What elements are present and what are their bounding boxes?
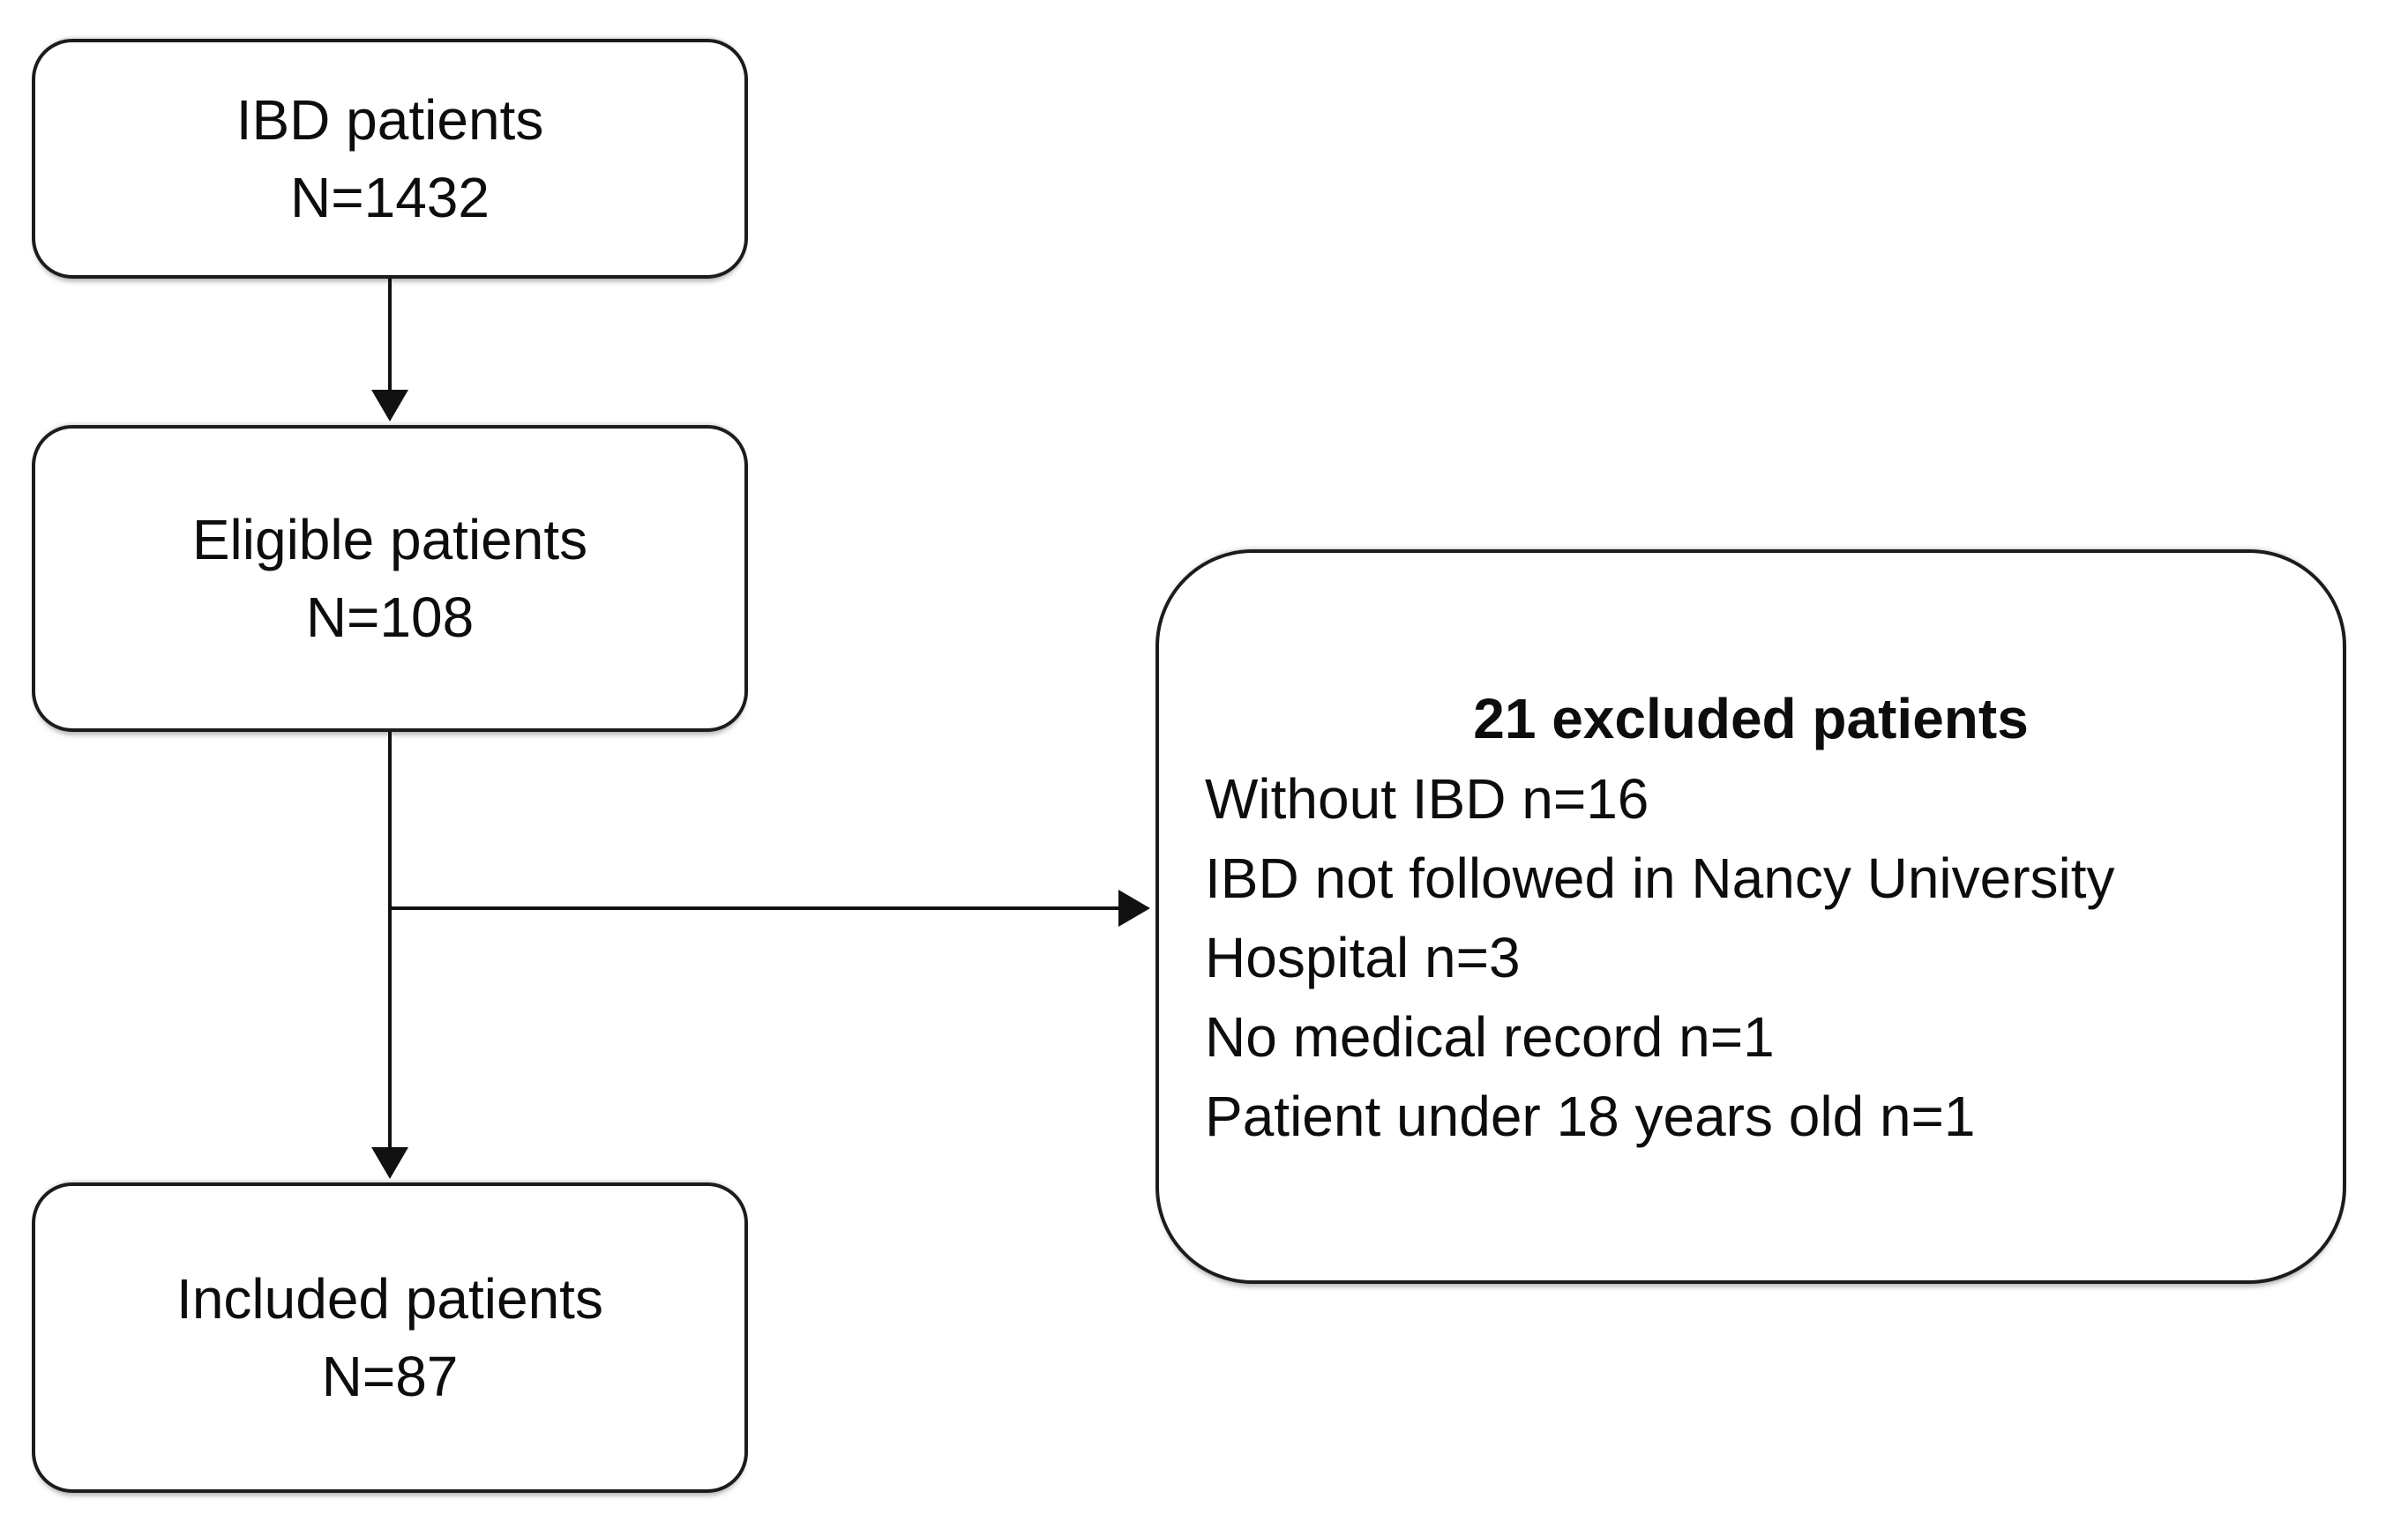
excluded-reason-not-followed-line1: IBD not followed in Nancy University: [1205, 846, 2115, 910]
connector-branch-to-excluded: [388, 906, 1120, 910]
excluded-reason-no-medical-record: No medical record n=1: [1205, 1004, 1775, 1069]
connector-ibd-to-eligible: [388, 279, 392, 392]
arrowhead-down-icon: [371, 1147, 408, 1179]
excluded-reason-under-18: Patient under 18 years old n=1: [1205, 1084, 1976, 1148]
node-excluded-patients: 21 excluded patients Without IBD n=16 IB…: [1155, 549, 2346, 1284]
node-included-patients-count: N=87: [321, 1345, 459, 1408]
node-eligible-patients-label: Eligible patients: [191, 508, 588, 571]
excluded-patients-title: 21 excluded patients: [1473, 686, 2029, 750]
excluded-reason-without-ibd: Without IBD n=16: [1205, 766, 1649, 831]
excluded-reason-not-followed-line2: Hospital n=3: [1205, 925, 1521, 989]
connector-eligible-to-included: [388, 732, 392, 1149]
node-ibd-patients: IBD patients N=1432: [32, 39, 748, 279]
node-ibd-patients-label: IBD patients: [236, 88, 544, 152]
node-ibd-patients-count: N=1432: [290, 166, 490, 229]
node-eligible-patients-count: N=108: [305, 585, 475, 649]
node-included-patients: Included patients N=87: [32, 1182, 748, 1493]
arrowhead-right-icon: [1118, 890, 1150, 927]
node-included-patients-label: Included patients: [176, 1267, 603, 1331]
arrowhead-down-icon: [371, 390, 408, 421]
node-eligible-patients: Eligible patients N=108: [32, 425, 748, 732]
